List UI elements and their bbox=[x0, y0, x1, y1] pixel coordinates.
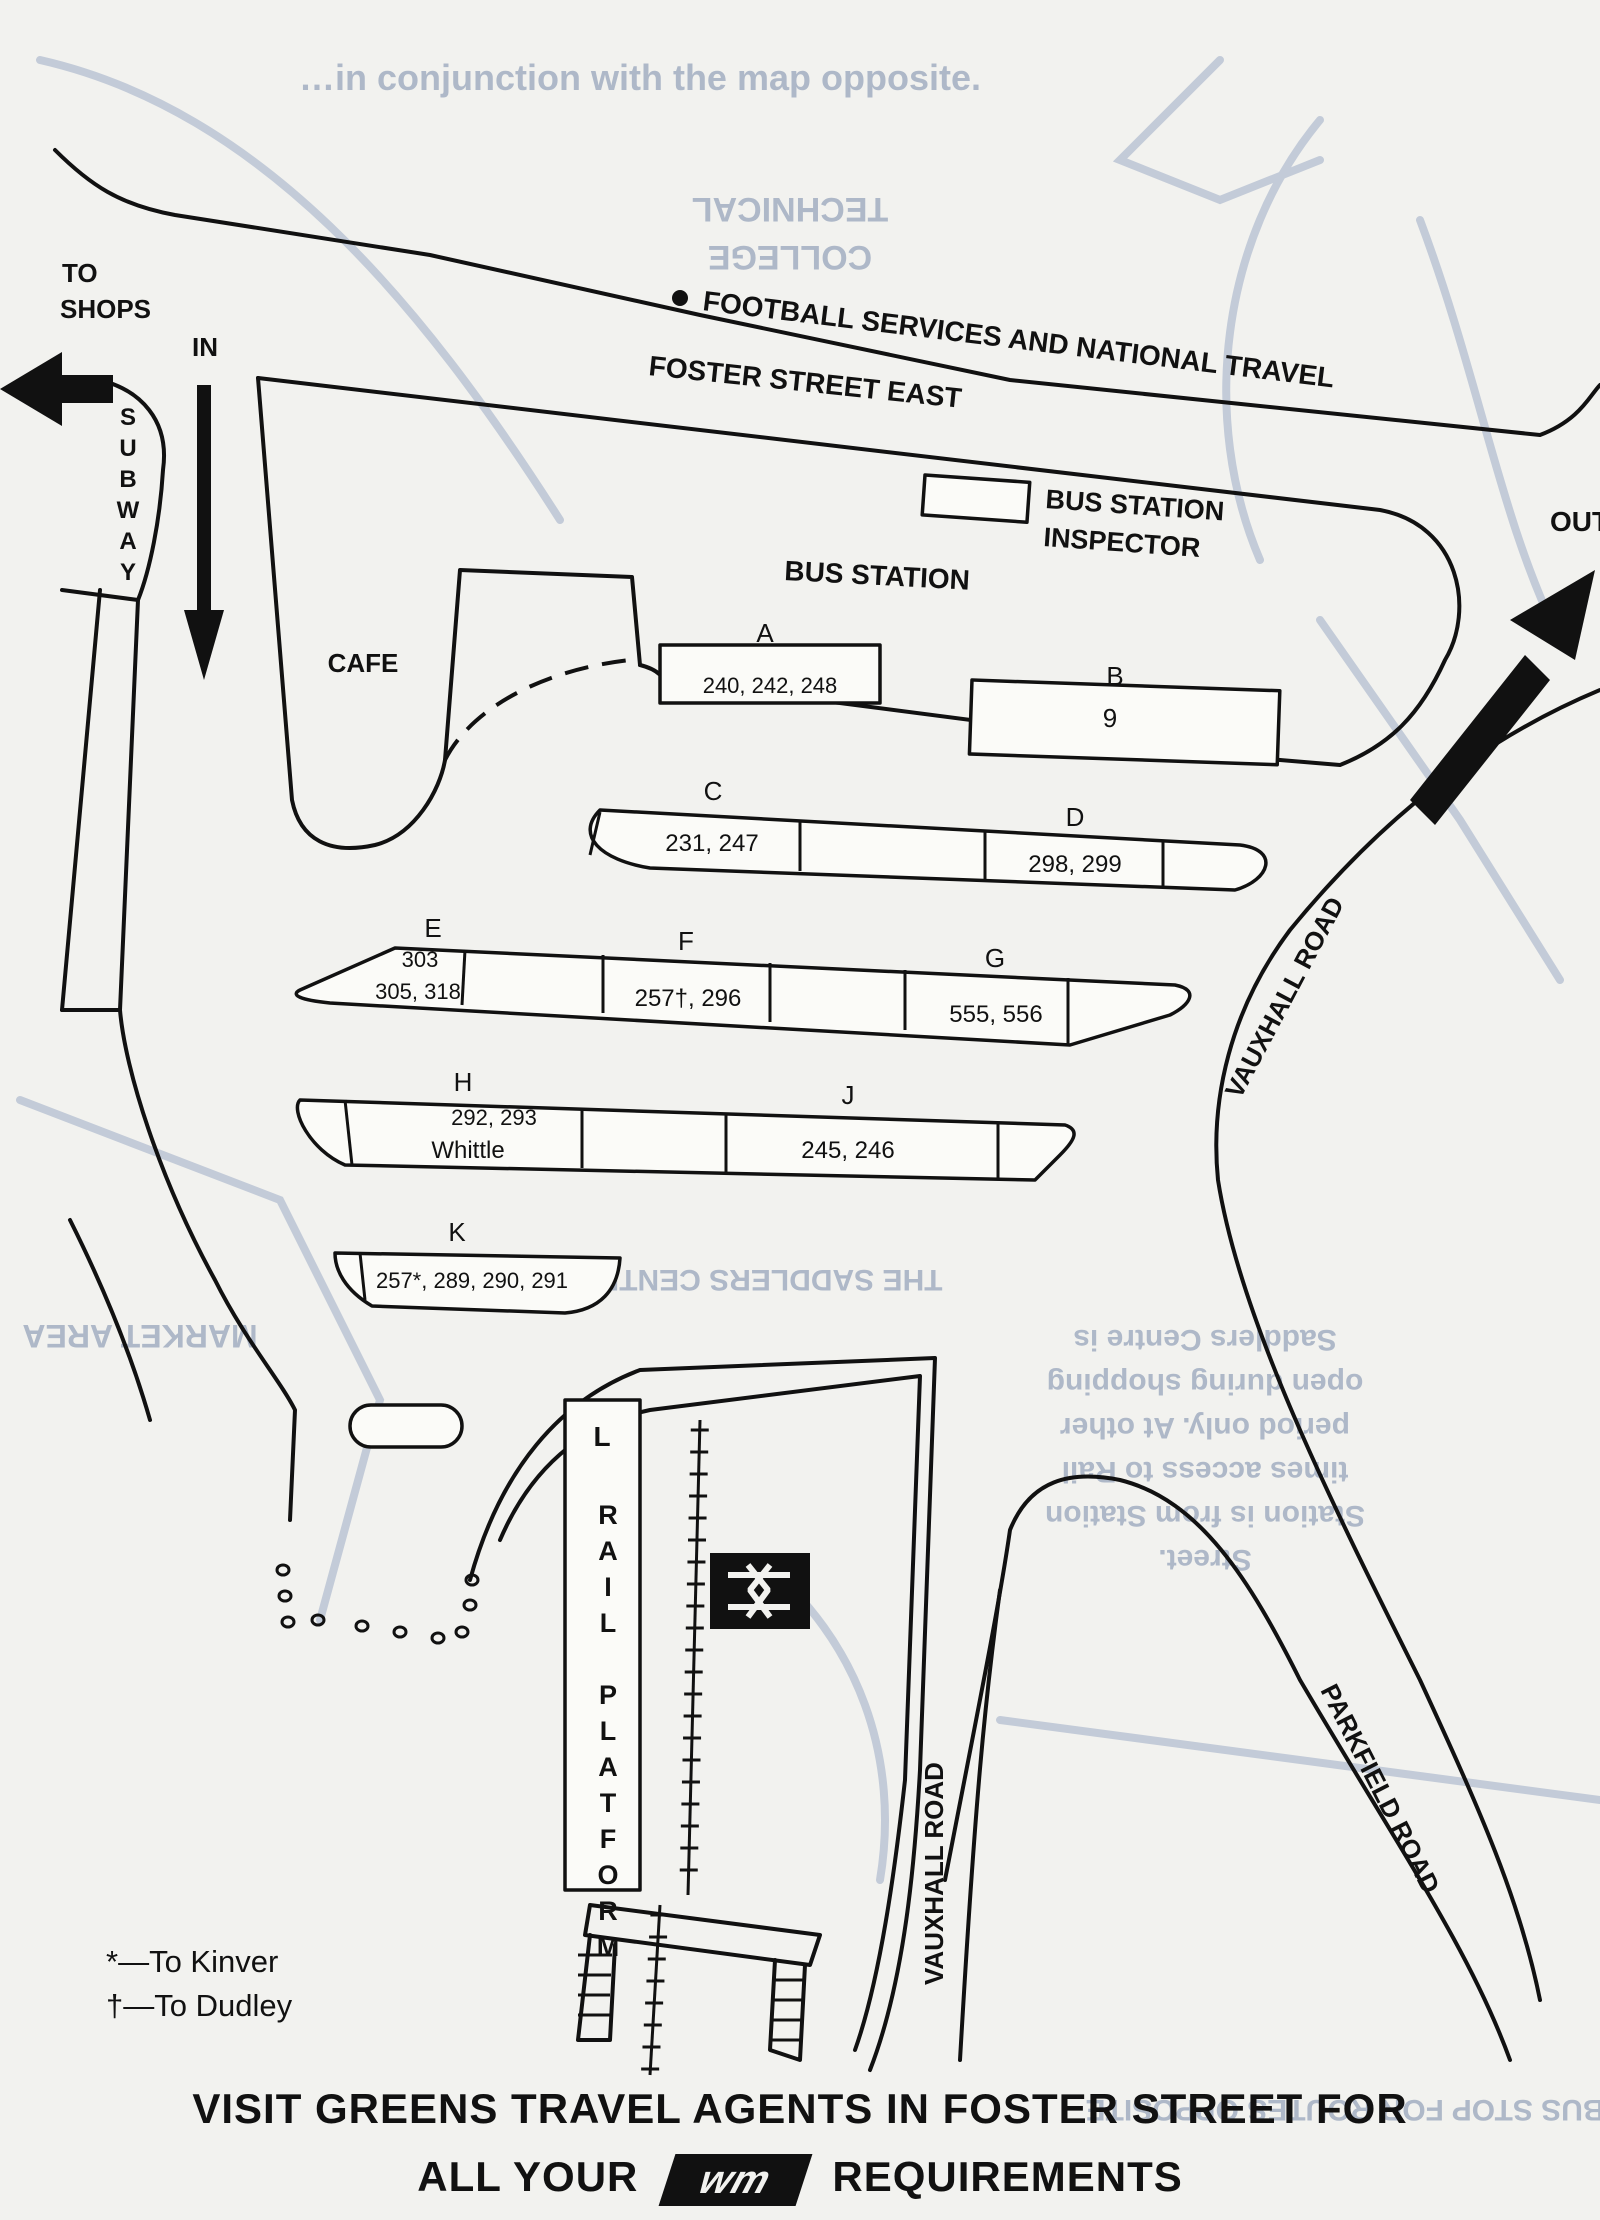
subway-label: SUBWAY bbox=[115, 404, 142, 590]
stand-F-services: 257†, 296 bbox=[635, 985, 742, 1012]
subway-cut bbox=[60, 588, 140, 602]
stand-G-letter: G bbox=[985, 943, 1005, 973]
rail-platform-label: RAIL PLATFORM bbox=[593, 1500, 623, 1968]
stand-J-services: 245, 246 bbox=[801, 1137, 894, 1164]
ghost-bus-stop-text: —BUS STOP FOR ROUTES OPPOSITE bbox=[1086, 2093, 1600, 2126]
to-shops-label-1: TO bbox=[62, 258, 98, 288]
stand-K-letter: K bbox=[448, 1217, 466, 1247]
west-footway-edge bbox=[68, 1218, 152, 1422]
small-island bbox=[348, 1403, 464, 1449]
stand-K: K 257*, 289, 290, 291 bbox=[333, 1217, 622, 1315]
subway-inner-edge bbox=[60, 588, 102, 1012]
stand-B: B 9 bbox=[967, 661, 1282, 767]
stand-C-letter: C bbox=[704, 776, 723, 806]
stand-E-letter: E bbox=[424, 913, 441, 943]
bus-station-west-boundary bbox=[256, 376, 447, 850]
stand-E-services-1: 303 bbox=[402, 947, 439, 972]
stand-C-services: 231, 247 bbox=[665, 830, 758, 857]
cafe-label: CAFE bbox=[328, 648, 399, 678]
stand-D-letter: D bbox=[1066, 802, 1085, 832]
stand-A-services: 240, 242, 248 bbox=[703, 673, 838, 698]
stand-H-services-2: Whittle bbox=[431, 1137, 504, 1164]
out-label: OUT bbox=[1550, 506, 1600, 537]
to-shops-label-2: SHOPS bbox=[60, 294, 151, 324]
top-road-edge bbox=[53, 148, 1600, 437]
rail-access-outer bbox=[468, 1356, 937, 2072]
stand-E-F-G-island: E 303 305, 318 F 257†, 296 G 555, 556 bbox=[294, 913, 1192, 1047]
football-services-marker bbox=[672, 290, 688, 306]
legend-dudley: †—To Dudley bbox=[106, 1988, 293, 2023]
legend: *—To Kinver †—To Dudley bbox=[106, 1940, 292, 2028]
bus-stands: A 240, 242, 248 B 9 C 231, 247 D 298, 29… bbox=[294, 618, 1282, 1315]
footer-advert: VISIT GREENS TRAVEL AGENTS IN FOSTER STR… bbox=[0, 2075, 1600, 2211]
inspector-hut bbox=[920, 473, 1032, 524]
vauxhall-road-lower-edge bbox=[958, 1588, 1002, 2062]
ghost-technical-text: TECHNICAL bbox=[692, 190, 888, 228]
cafe-path-dashed bbox=[443, 658, 631, 761]
footer-line-2-end: REQUIREMENTS bbox=[832, 2153, 1183, 2200]
rail-platform: L RAIL PLATFORM bbox=[563, 1398, 642, 1968]
footer-line-2: ALL YOUR wm REQUIREMENTS bbox=[0, 2143, 1600, 2211]
stand-H-letter: H bbox=[454, 1067, 473, 1097]
stand-E-services-2: 305, 318 bbox=[375, 979, 461, 1004]
stand-G-services: 555, 556 bbox=[949, 1001, 1042, 1028]
arrow-in-icon bbox=[184, 385, 224, 680]
ghost-header-text: …in conjunction with the map opposite. bbox=[299, 57, 981, 98]
ghost-notice-line-2: open during shopping bbox=[1047, 1367, 1364, 1400]
legend-kinver: *—To Kinver bbox=[106, 1944, 279, 1979]
footbridge-structure bbox=[576, 1903, 822, 2062]
arrow-to-shops-icon bbox=[0, 352, 113, 426]
rail-logo-icon bbox=[710, 1553, 810, 1629]
stand-A-letter: A bbox=[756, 618, 774, 648]
ghost-college-text: COLLEGE bbox=[708, 238, 872, 276]
ghost-notice-line-4: times access to Rail bbox=[1062, 1455, 1349, 1488]
stand-B-services: 9 bbox=[1103, 703, 1117, 733]
stand-H-J-island: H 292, 293 Whittle J 245, 246 bbox=[295, 1067, 1076, 1182]
railway-tracks bbox=[641, 1419, 709, 2076]
bus-station-label: BUS STATION bbox=[784, 555, 971, 596]
arrow-out-icon bbox=[1410, 570, 1595, 825]
road-outlines bbox=[53, 148, 1600, 2072]
footer-line-1: VISIT GREENS TRAVEL AGENTS IN FOSTER STR… bbox=[192, 2085, 1408, 2132]
foster-street-east-edge bbox=[256, 376, 1462, 767]
inspector-label-2: INSPECTOR bbox=[1043, 522, 1202, 563]
rail-access-inner bbox=[498, 1374, 922, 2052]
stand-C-D-island: C 231, 247 D 298, 299 bbox=[588, 776, 1268, 892]
ghost-notice-line-3: period only. At other bbox=[1060, 1411, 1350, 1444]
subway-outline bbox=[98, 378, 297, 1522]
ghost-notice-line-1: Saddlers Centre is bbox=[1073, 1323, 1336, 1356]
rail-platform-letter: L bbox=[593, 1421, 610, 1452]
stand-A: A 240, 242, 248 bbox=[658, 618, 882, 705]
in-label: IN bbox=[192, 332, 218, 362]
ghost-notice-line-5: Station is from Station bbox=[1045, 1499, 1365, 1532]
stand-F-letter: F bbox=[678, 926, 694, 956]
ghost-market-text: MARKET AREA bbox=[22, 1318, 257, 1354]
stand-J-letter: J bbox=[842, 1080, 855, 1110]
pedestrian-route-dots bbox=[275, 1563, 480, 1645]
stand-H-services-1: 292, 293 bbox=[451, 1105, 537, 1130]
footer-line-2-start: ALL YOUR bbox=[417, 2153, 639, 2200]
stand-K-services: 257*, 289, 290, 291 bbox=[376, 1268, 568, 1293]
stand-B-letter: B bbox=[1106, 661, 1123, 691]
vauxhall-road-lower-label: VAUXHALL ROAD bbox=[919, 1762, 949, 1985]
parkfield-road-label: PARKFIELD ROAD bbox=[1315, 1679, 1446, 1898]
stand-D-services: 298, 299 bbox=[1028, 851, 1121, 878]
vauxhall-road-upper-label: VAUXHALL ROAD bbox=[1219, 892, 1350, 1103]
wm-logo-icon: wm bbox=[658, 2153, 813, 2206]
cafe-block-outline bbox=[443, 568, 642, 762]
vauxhall-road-outer-edge bbox=[1214, 688, 1600, 2002]
show-through-background: …in conjunction with the map opposite. T… bbox=[16, 56, 1600, 2126]
ghost-saddlers-text: THE SADDLERS CENTRE bbox=[577, 1263, 942, 1296]
